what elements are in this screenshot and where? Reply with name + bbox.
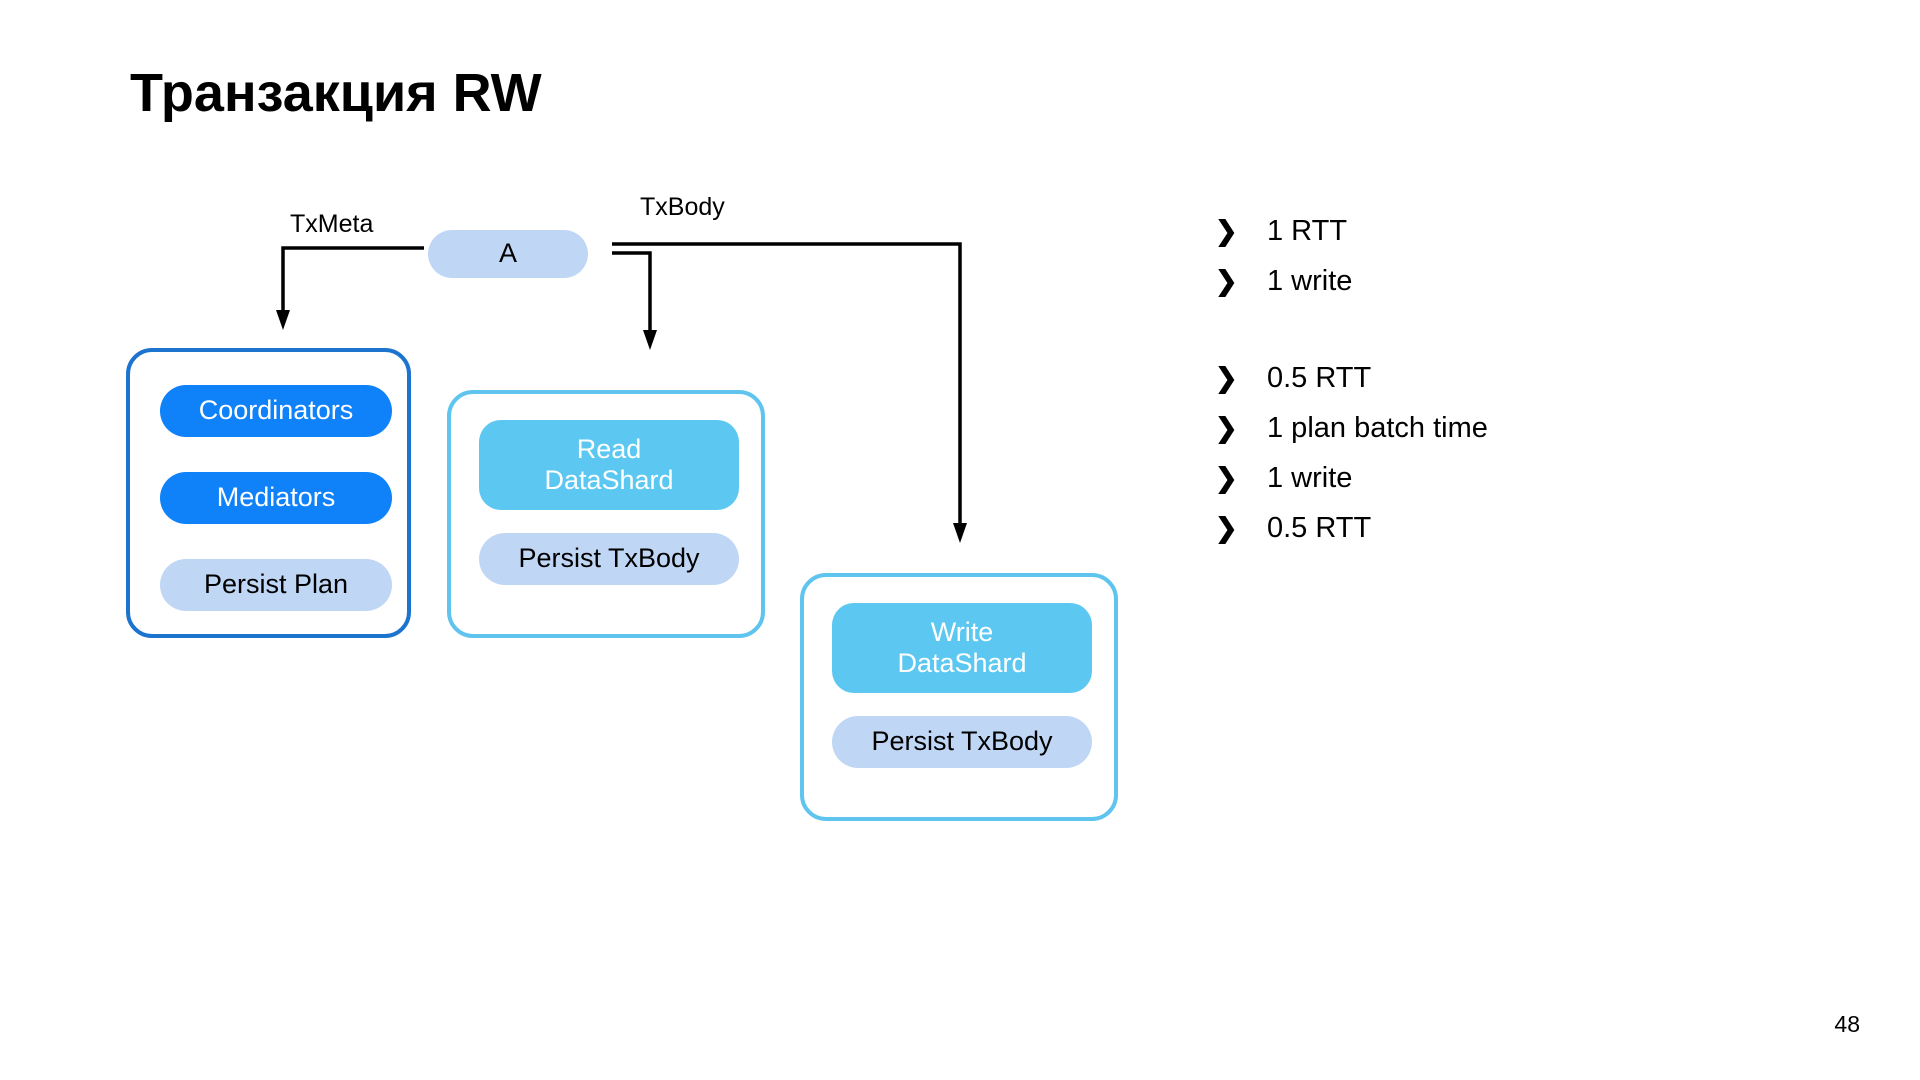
- txbody-connector-read: [612, 251, 657, 350]
- chevron-right-icon: ❯: [1215, 266, 1238, 296]
- node-entry-a[interactable]: A: [428, 230, 588, 278]
- chevron-right-icon: ❯: [1215, 216, 1238, 246]
- page-title: Транзакция RW: [130, 63, 542, 123]
- node-read-datashard[interactable]: Read DataShard: [479, 420, 739, 510]
- metric-row: ❯ 0.5 RTT: [1215, 362, 1695, 412]
- metrics-list: ❯ 1 RTT ❯ 1 write ❯ 0.5 RTT ❯ 1 plan bat…: [1215, 215, 1695, 562]
- metric-label: 0.5 RTT: [1267, 362, 1372, 394]
- node-persist-txbody-write[interactable]: Persist TxBody: [832, 716, 1092, 768]
- node-coordinators[interactable]: Coordinators: [160, 385, 392, 437]
- metric-label: 0.5 RTT: [1267, 512, 1372, 544]
- metric-label: 1 write: [1267, 462, 1353, 494]
- read-datashard-group: Read DataShard Persist TxBody: [447, 390, 765, 638]
- metric-label: 1 RTT: [1267, 215, 1348, 247]
- node-persist-txbody-read[interactable]: Persist TxBody: [479, 533, 739, 585]
- connector-label-txmeta: TxMeta: [290, 210, 374, 238]
- chevron-right-icon: ❯: [1215, 363, 1238, 393]
- node-persist-plan[interactable]: Persist Plan: [160, 559, 392, 611]
- metrics-gap: [1215, 315, 1695, 362]
- metric-label: 1 plan batch time: [1267, 412, 1488, 444]
- metric-row: ❯ 0.5 RTT: [1215, 512, 1695, 562]
- node-write-datashard[interactable]: Write DataShard: [832, 603, 1092, 693]
- node-mediators[interactable]: Mediators: [160, 472, 392, 524]
- metric-label: 1 write: [1267, 265, 1353, 297]
- metric-row: ❯ 1 plan batch time: [1215, 412, 1695, 462]
- chevron-right-icon: ❯: [1215, 413, 1238, 443]
- metric-row: ❯ 1 RTT: [1215, 215, 1695, 265]
- page-number: 48: [1834, 1011, 1860, 1037]
- connector-label-txbody: TxBody: [640, 193, 725, 221]
- metric-row: ❯ 1 write: [1215, 462, 1695, 512]
- txmeta-connector: [276, 246, 424, 330]
- write-datashard-group: Write DataShard Persist TxBody: [800, 573, 1118, 821]
- chevron-right-icon: ❯: [1215, 513, 1238, 543]
- coordinator-group: Coordinators Mediators Persist Plan: [126, 348, 411, 638]
- chevron-right-icon: ❯: [1215, 463, 1238, 493]
- metric-row: ❯ 1 write: [1215, 265, 1695, 315]
